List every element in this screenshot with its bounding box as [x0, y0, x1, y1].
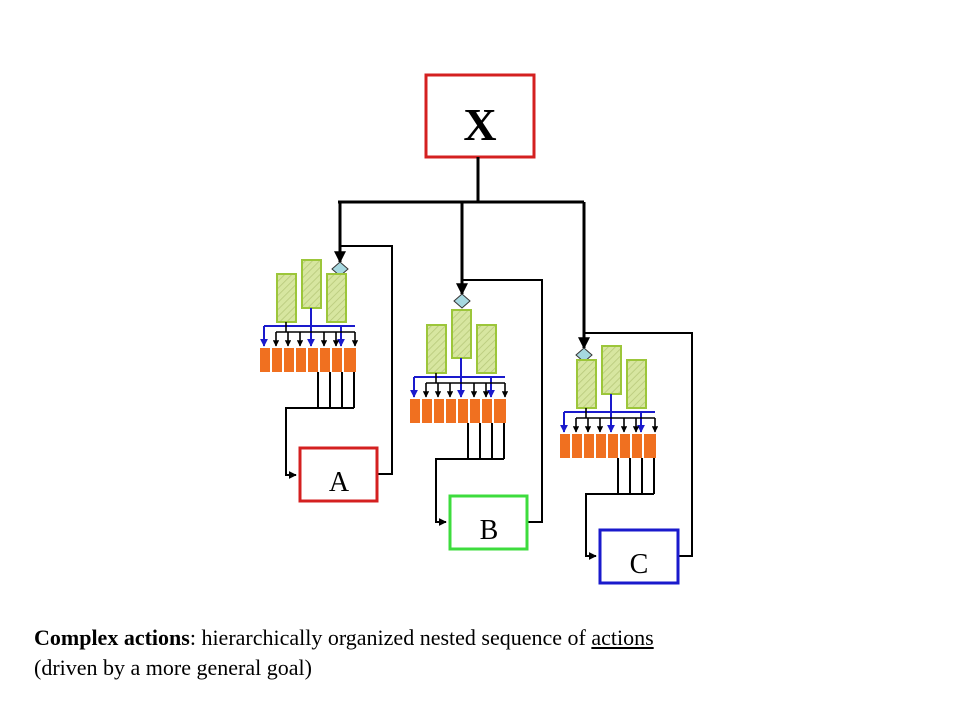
subgoal-block	[426, 324, 447, 374]
top-goal-label: X	[463, 99, 496, 150]
action-block	[410, 399, 420, 423]
subgoal-block	[326, 273, 347, 323]
caption-link: actions	[591, 625, 654, 650]
action-block	[296, 348, 306, 372]
caption-middle: : hierarchically organized nested sequen…	[189, 625, 592, 650]
action-block	[494, 399, 506, 423]
action-block	[308, 348, 318, 372]
action-block	[272, 348, 282, 372]
action-block	[458, 399, 468, 423]
subgoal-group-c: C	[560, 332, 693, 585]
action-block	[332, 348, 342, 372]
subgoal-group-a: A	[260, 245, 393, 503]
subgoal-label-a: A	[329, 467, 350, 498]
action-block	[260, 348, 270, 372]
caption-line-1: Complex actions: hierarchically organize…	[34, 623, 934, 653]
subgoal-group-b: B	[410, 279, 543, 551]
subgoal-box-a	[298, 446, 379, 503]
subgoal-label-b: B	[480, 515, 499, 546]
action-block	[482, 399, 492, 423]
subgoal-block	[601, 345, 622, 395]
top-goal-box	[424, 73, 536, 159]
subgoal-box-b	[448, 494, 529, 551]
hierarchy-diagram: X	[260, 73, 693, 585]
subgoal-block	[451, 309, 472, 359]
subgoal-block	[276, 273, 297, 323]
action-block	[446, 399, 456, 423]
top-connectors	[334, 157, 590, 350]
action-block	[344, 348, 356, 372]
action-block	[560, 434, 570, 458]
action-block	[620, 434, 630, 458]
action-block	[422, 399, 432, 423]
action-block	[434, 399, 444, 423]
decision-diamond	[453, 293, 471, 309]
action-block	[632, 434, 642, 458]
action-block	[596, 434, 606, 458]
action-block	[284, 348, 294, 372]
caption: Complex actions: hierarchically organize…	[34, 623, 934, 683]
action-block	[644, 434, 656, 458]
subgoal-label-c: C	[630, 549, 649, 580]
action-block	[608, 434, 618, 458]
subgoal-block	[626, 359, 647, 409]
subgoal-block	[301, 259, 322, 309]
subgoal-box-c	[598, 528, 680, 585]
subgoal-block	[476, 324, 497, 374]
action-block	[584, 434, 594, 458]
action-block	[470, 399, 480, 423]
action-block	[320, 348, 330, 372]
caption-line-2: (driven by a more general goal)	[34, 655, 312, 680]
caption-lead: Complex actions	[34, 625, 190, 650]
action-block	[572, 434, 582, 458]
subgoal-block	[576, 359, 597, 409]
